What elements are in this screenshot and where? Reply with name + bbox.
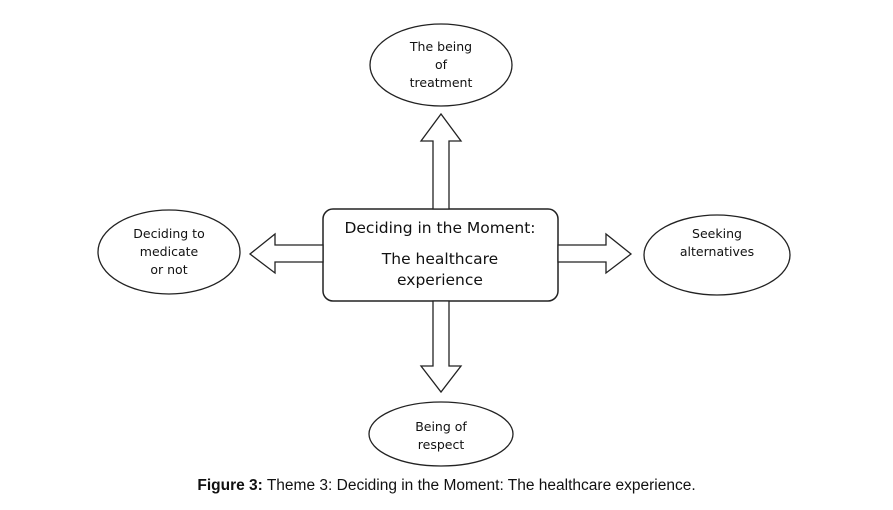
arrow-left	[248, 232, 324, 275]
figure-caption-label: Figure 3:	[197, 477, 263, 494]
node-right-line1: Seeking	[692, 226, 742, 241]
node-top-line2: of	[435, 57, 448, 72]
arrow-right	[557, 232, 633, 275]
arrow-up	[419, 112, 463, 210]
node-right-ellipse	[643, 214, 791, 296]
center-title: Deciding in the Moment:	[344, 219, 535, 237]
center-subtitle-line1: The healthcare	[381, 250, 498, 268]
node-bottom-line2: respect	[418, 437, 465, 452]
figure-caption: Figure 3: Theme 3: Deciding in the Momen…	[0, 477, 893, 495]
node-left-ellipse	[97, 209, 241, 295]
node-right-line2: alternatives	[680, 244, 754, 259]
node-left-line1: Deciding to	[133, 226, 204, 241]
theme-diagram: Deciding in the Moment: The healthcare e…	[97, 23, 791, 467]
node-top-line1: The being	[409, 39, 472, 54]
arrow-down	[419, 300, 463, 394]
node-left-line3: or not	[150, 262, 187, 277]
node-bottom-ellipse	[368, 401, 514, 467]
node-bottom-line1: Being of	[415, 419, 467, 434]
node-left-line2: medicate	[140, 244, 199, 259]
center-subtitle-line2: experience	[397, 271, 483, 289]
node-top-line3: treatment	[410, 75, 473, 90]
node-top-ellipse	[369, 23, 513, 107]
figure-caption-text: Theme 3: Deciding in the Moment: The hea…	[266, 477, 696, 494]
